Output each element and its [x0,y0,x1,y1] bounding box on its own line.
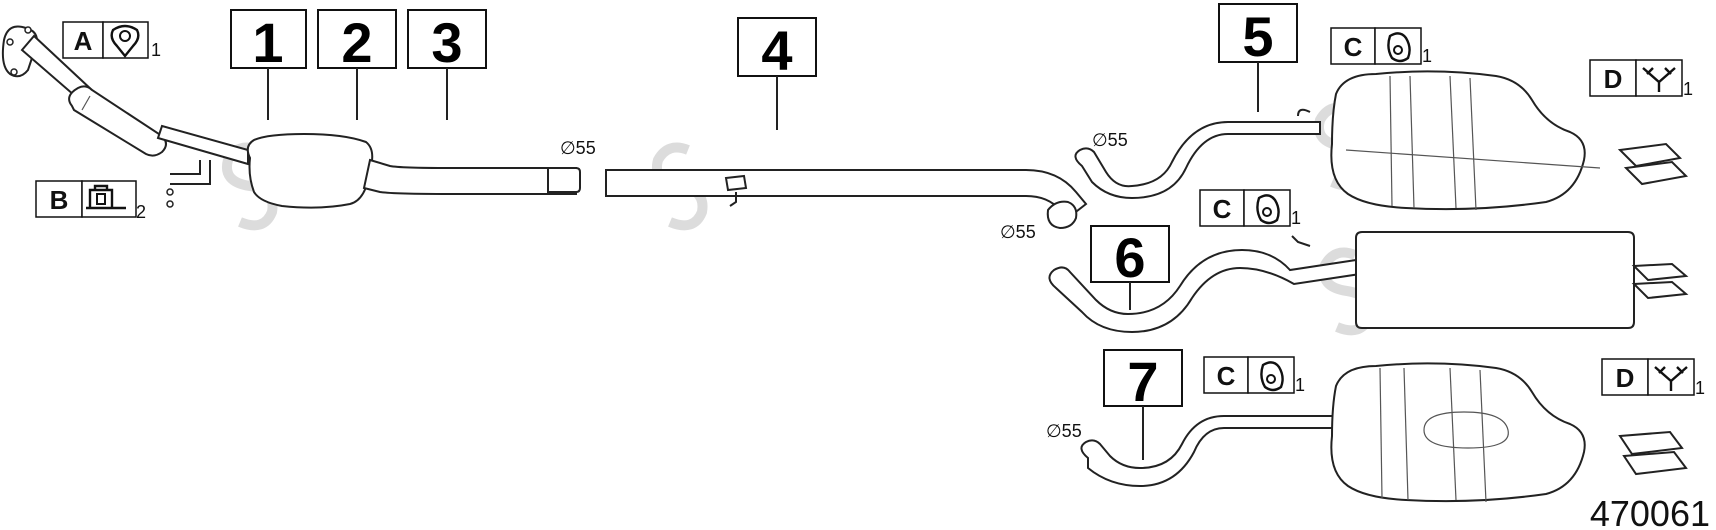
diagram-number: 470061 [1590,493,1710,530]
diameter-label: ∅55 [560,138,596,158]
gasket-icon [110,24,140,58]
accessory-b: B 2 [35,180,146,222]
part-number-2: 2 [341,11,372,74]
accessory-c-letter: C [1217,361,1236,391]
diameter-labels: ∅55 ∅55 ∅55 ∅55 [560,130,1128,441]
rear-silencer-6 [1048,231,1689,334]
part-number-box-5: 5 [1218,3,1298,68]
accessory-c-letter: C [1213,194,1232,224]
part-number-5: 5 [1242,5,1273,68]
part-number-box-3: 3 [407,9,487,74]
rear-silencer-7 [1080,362,1688,503]
part-number-box-2: 2 [317,9,397,74]
mounting-bracket-icon [86,184,126,210]
part-number-box-6: 6 [1090,225,1170,289]
accessory-d-1: D 1 [1589,59,1693,99]
accessory-d-letter: D [1604,64,1623,94]
accessory-c-qty: 1 [1291,208,1301,228]
diameter-label: ∅55 [1046,421,1082,441]
rubber-hanger-icon [1256,194,1280,225]
part-number-6: 6 [1114,226,1145,289]
accessory-c-qty: 1 [1295,375,1305,395]
accessory-c-1: C 1 [1330,27,1432,66]
accessory-d-letter: D [1616,363,1635,393]
part-number-7: 7 [1127,350,1158,413]
part-number-4: 4 [761,19,792,82]
accessory-c-3: C 1 [1203,356,1305,395]
accessory-d-2: D 1 [1601,358,1705,398]
accessory-b-letter: B [50,185,69,215]
clamp-bracket-icon [1654,366,1688,391]
part-number-3: 3 [431,11,462,74]
part-number-1: 1 [252,11,283,74]
diameter-label: ∅55 [1000,222,1036,242]
accessory-c-qty: 1 [1422,46,1432,66]
accessory-a: A 1 [62,21,161,60]
rubber-hanger-icon [1260,361,1284,392]
accessory-b-qty: 2 [136,202,146,222]
accessory-c-letter: C [1344,32,1363,62]
accessory-a-qty: 1 [151,40,161,60]
rubber-hanger-icon [1387,32,1411,63]
accessory-d-qty: 1 [1683,79,1693,99]
accessory-a-letter: A [74,26,93,56]
part-number-box-7: 7 [1103,349,1183,413]
rear-silencer-5 [1074,70,1689,211]
front-pipe-assembly [1,25,581,209]
accessory-c-2: C 1 [1199,189,1301,228]
middle-pipe-assembly [605,169,1088,230]
part-number-box-1: 1 [230,9,307,74]
clamp-bracket-icon [1642,67,1676,92]
accessory-d-qty: 1 [1695,378,1705,398]
diameter-label: ∅55 [1092,130,1128,150]
part-number-box-4: 4 [737,17,817,82]
